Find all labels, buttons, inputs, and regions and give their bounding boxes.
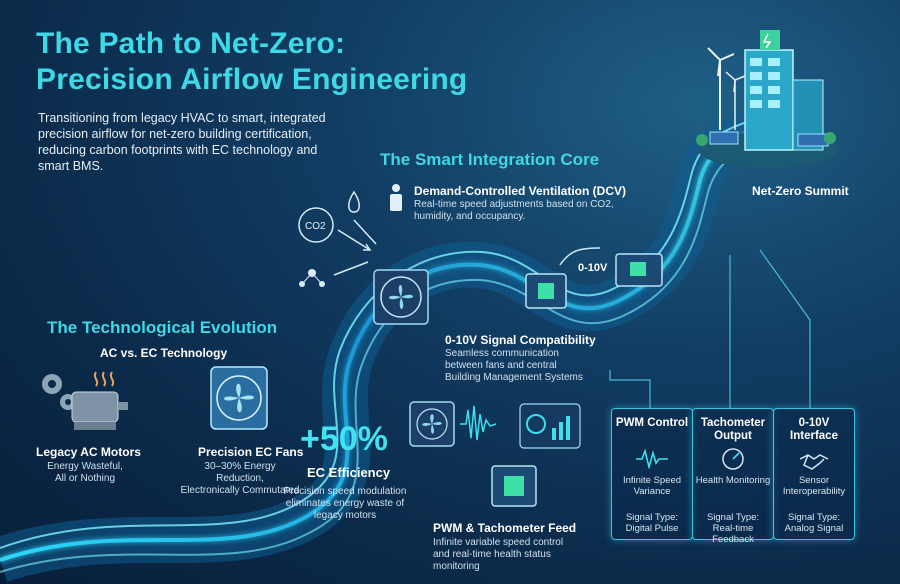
connector-line-analog [759,249,811,408]
efficiency-value: +50% [300,420,388,458]
pwm-feed-description: Infinite variable speed control and real… [433,537,564,572]
card-signal-type: Signal Type: Analog Signal [784,512,844,534]
connector-line-pwm [609,370,651,408]
card-title: 0-10V Interface [790,417,838,442]
pwm-feed-title: PWM & Tachometer Feed [433,521,577,535]
pulse-wave-icon [636,449,668,469]
card-description: Infinite Speed Variance [622,475,682,497]
card-tachometer-output: Tachometer Output Health Monitoring Sign… [692,408,774,545]
card-analog-interface: 0-10V Interface Sensor Interoperability … [773,408,855,540]
dcv-title: Demand-Controlled Ventilation (DCV) [414,184,627,198]
signal-label: 0-10V [578,262,608,274]
ec-title: Precision EC Fans [198,445,304,459]
ac-description-line-2: All or Nothing [54,473,116,484]
fan-icon [373,269,429,325]
card-description: Health Monitoring [695,475,771,486]
net-zero-building-icon [696,30,838,168]
pwm-feed-graphic [409,401,581,507]
person-icon [390,184,402,211]
co2-label: CO2 [305,221,326,232]
ac-title: Legacy AC Motors [36,445,141,459]
ec-description: 30–30% Energy Reduction, Electronically … [180,461,300,497]
intro-text: Transitioning from legacy HVAC to smart,… [38,111,326,173]
card-signal-type: Signal Type: Digital Pulse [625,512,679,534]
efficiency-description: Precision speed modulation eliminates en… [283,486,407,521]
card-title: Tachometer Output [700,417,766,442]
compat-title: 0-10V Signal Compatibility [445,333,596,347]
card-title: PWM Control [615,417,689,429]
gauge-icon [722,448,744,470]
ac-description: Energy Wasteful, All or Nothing [40,461,130,485]
summit-label: Net-Zero Summit [752,184,849,198]
card-signal-type: Signal Type: Real-time Feedback [706,512,760,545]
card-description: Sensor Interoperability [782,475,846,497]
chip-icon [525,273,567,309]
evolution-subtitle: AC vs. EC Technology [100,346,228,360]
title-line-1: The Path to Net-Zero: [36,27,346,60]
efficiency-label: EC Efficiency [307,465,391,480]
integration-title: The Smart Integration Core [380,150,600,169]
ac-description-line-1: Energy Wasteful, [47,461,123,472]
card-pwm-control: PWM Control Infinite Speed Variance Sign… [611,408,693,540]
ec-fan-icon [210,366,268,430]
sensor-inputs-group [298,190,377,287]
ac-motor-icon [42,371,128,430]
compat-description: Seamless communication between fans and … [445,348,583,383]
ec-description-line-2: Electronically Commutated [180,485,300,496]
evolution-title: The Technological Evolution [47,318,278,337]
title-line-2: Precision Airflow Engineering [36,63,468,96]
handshake-icon [799,454,829,470]
controller-board-icon [615,253,663,287]
dcv-description: Real-time speed adjustments based on CO2… [414,199,614,222]
page-title: The Path to Net-Zero: Precision Airflow … [36,26,467,98]
ec-description-line-1: 30–30% Energy Reduction, [204,461,276,484]
